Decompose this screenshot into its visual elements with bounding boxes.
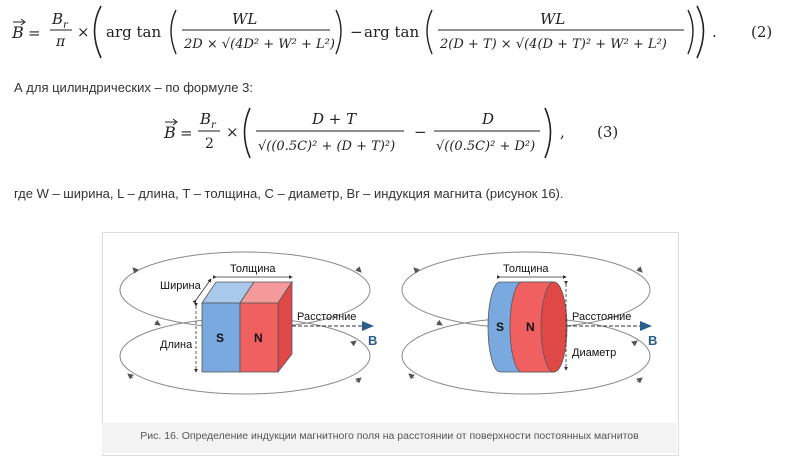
formula2-den2: 2(D + T) × √(4(D + T)² + W² + L²) bbox=[439, 37, 667, 52]
diameter-label: Диаметр bbox=[572, 347, 616, 359]
formula-3: B = B r 2 × D + T √((0.5C)² + (D + T)²) … bbox=[163, 107, 618, 159]
b-arrow bbox=[640, 321, 652, 331]
formula2-br-den: π bbox=[55, 34, 66, 50]
formula3-den2: √((0.5C)² + D²) bbox=[436, 139, 535, 154]
formula2-number: (2) bbox=[751, 23, 772, 41]
formula2-br-sub: r bbox=[63, 20, 69, 31]
magnet-north-face bbox=[239, 302, 279, 373]
formula3-br: B bbox=[199, 110, 211, 128]
pole-s-label: S bbox=[496, 320, 504, 334]
formula3-comma: , bbox=[560, 123, 565, 141]
length-label: Длина bbox=[160, 339, 193, 351]
b-arrow bbox=[362, 321, 374, 331]
formula2-br: B bbox=[51, 10, 63, 28]
pole-n-label: N bbox=[254, 331, 263, 345]
cylinder-end-face bbox=[540, 281, 568, 373]
thickness-label: Толщина bbox=[503, 263, 549, 275]
formula2-num2: WL bbox=[540, 10, 565, 28]
distance-label: Расстояние bbox=[572, 311, 631, 323]
formula-2: B = B r π × arg tan WL 2D × √(4D² + W² +… bbox=[11, 5, 772, 59]
legend-text: где W – ширина, L – длина, T – толщина, … bbox=[14, 186, 564, 201]
width-label: Ширина bbox=[160, 280, 202, 292]
formula3-num1: D + T bbox=[311, 110, 357, 128]
formula2-func-1: arg tan bbox=[106, 23, 161, 41]
formula3-number: (3) bbox=[597, 123, 618, 141]
caption-bar bbox=[102, 423, 677, 453]
formula2-minus: − bbox=[350, 23, 363, 41]
field-b-label: B bbox=[368, 333, 377, 348]
bar-magnet-diagram: S N Толщина Ширина Длина Расстояние B bbox=[119, 251, 377, 395]
formula2-period: . bbox=[712, 23, 717, 41]
figure-caption: Рис. 16. Определение индукции магнитного… bbox=[140, 430, 639, 442]
formula2-num1: WL bbox=[232, 10, 257, 28]
width-dimension bbox=[192, 278, 212, 304]
svg-text:=: = bbox=[180, 124, 193, 142]
formula3-num2: D bbox=[481, 110, 494, 128]
formula2-func-2: arg tan bbox=[364, 23, 419, 41]
pole-s-label: S bbox=[216, 331, 224, 345]
magnet-south-face bbox=[201, 302, 241, 373]
formula3-times: × bbox=[226, 123, 239, 141]
svg-text:=: = bbox=[28, 24, 41, 42]
cylinder-magnet-diagram: S N Толщина Диаметр Расстояние B bbox=[401, 251, 657, 395]
formula3-br-sub: r bbox=[211, 120, 217, 131]
thickness-label: Толщина bbox=[230, 263, 276, 275]
distance-label: Расстояние bbox=[297, 311, 356, 323]
field-b-label: B bbox=[648, 333, 657, 348]
formula3-den1: √((0.5C)² + (D + T)²) bbox=[258, 139, 395, 154]
formula2-times: × bbox=[77, 23, 90, 41]
pole-n-label: N bbox=[526, 320, 535, 334]
figure-16 bbox=[102, 232, 679, 456]
formula3-lhs: B bbox=[163, 123, 176, 142]
formula2-den1: 2D × √(4D² + W² + L²) bbox=[183, 37, 335, 52]
intro-text: А для цилиндрических – по формуле 3: bbox=[14, 80, 253, 95]
formula2-lhs: B bbox=[11, 23, 24, 42]
formula3-br-den: 2 bbox=[205, 136, 214, 152]
formula3-minus: − bbox=[414, 123, 427, 141]
